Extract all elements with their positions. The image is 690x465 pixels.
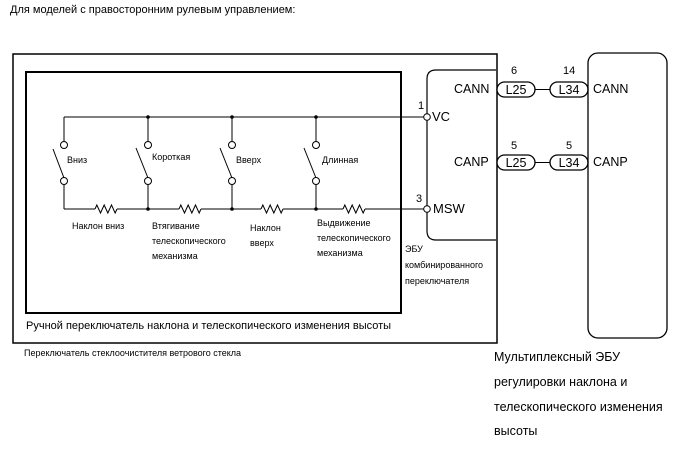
switch-blade bbox=[303, 147, 317, 179]
resistor-2 bbox=[178, 203, 202, 215]
resistor-label-retract-1: Втягивание bbox=[152, 221, 200, 231]
resistor-label-extend-2: телескопического bbox=[317, 233, 391, 243]
switch-label: Короткая bbox=[152, 152, 190, 162]
switch-label: Длинная bbox=[322, 155, 358, 165]
resistor-label-tilt-down: Наклон вниз bbox=[72, 221, 124, 231]
cann-connector-group: 6 14 L25 L34 bbox=[496, 65, 589, 98]
junction-dot bbox=[230, 207, 234, 211]
combo-canp-pin: CANP bbox=[454, 155, 489, 169]
combo-ecu-box bbox=[426, 69, 496, 241]
junction-dot bbox=[146, 207, 150, 211]
switch-terminal bbox=[144, 177, 152, 185]
resistor-label-tilt-up-1: Наклон bbox=[250, 223, 281, 233]
resistor-label-retract-3: механизма bbox=[152, 251, 198, 261]
switch-terminal bbox=[60, 177, 68, 185]
resistor-4 bbox=[342, 203, 366, 215]
cann-l34-id: L34 bbox=[559, 83, 580, 97]
tilt-ecu-label-2: регулировки наклона и bbox=[494, 375, 627, 389]
switch-terminal bbox=[228, 141, 236, 149]
switch-long: Длинная bbox=[303, 115, 358, 211]
resistor-group bbox=[94, 203, 366, 215]
manual-switch-label: Ручной переключатель наклона и телескопи… bbox=[26, 320, 391, 332]
switch-up: Вверх bbox=[219, 115, 262, 211]
wiper-switch-label: Переключатель стеклоочистителя ветрового… bbox=[24, 348, 241, 358]
tilt-ecu-cann-pin: CANN bbox=[593, 82, 628, 96]
switch-down: Вниз bbox=[52, 117, 87, 209]
page-title: Для моделей с правосторонним рулевым упр… bbox=[10, 4, 295, 16]
wiper-switch-box bbox=[12, 53, 498, 344]
canp-l25-pin: 5 bbox=[511, 140, 517, 152]
tilt-ecu-canp-pin: CANP bbox=[593, 155, 628, 169]
canp-l34-pin: 5 bbox=[566, 140, 572, 152]
switch-terminal bbox=[60, 141, 68, 149]
junction-dot bbox=[314, 207, 318, 211]
cann-l25-id: L25 bbox=[506, 83, 527, 97]
switch-terminal bbox=[312, 177, 320, 185]
tilt-ecu-label-4: высоты bbox=[494, 424, 537, 438]
resistor-label-extend-3: механизма bbox=[317, 248, 363, 258]
resistor-label-retract-2: телескопического bbox=[152, 236, 226, 246]
manual-switch-box bbox=[25, 71, 402, 314]
combo-ecu-label-3: переключателя bbox=[405, 276, 469, 286]
combo-ecu-label-1: ЭБУ bbox=[405, 244, 423, 254]
canp-connector-group: 5 5 L25 L34 bbox=[496, 140, 589, 171]
msw-pin-name: MSW bbox=[433, 201, 466, 216]
msw-pin-number: 3 bbox=[416, 193, 422, 205]
msw-pin-terminal bbox=[423, 205, 431, 213]
combo-cann-pin: CANN bbox=[454, 82, 489, 96]
tilt-ecu-box bbox=[587, 52, 668, 339]
vc-pin-name: VC bbox=[432, 109, 450, 124]
switch-terminal bbox=[312, 141, 320, 149]
switch-label: Вверх bbox=[236, 155, 262, 165]
switch-blade bbox=[135, 147, 149, 179]
cann-l25-pin: 6 bbox=[511, 65, 517, 77]
canp-l25-id: L25 bbox=[506, 156, 527, 170]
switch-blade bbox=[219, 147, 233, 179]
combo-ecu-label-2: комбинированного bbox=[405, 260, 483, 270]
resistor-label-extend-1: Выдвижение bbox=[317, 218, 371, 228]
switch-terminal bbox=[228, 177, 236, 185]
resistor-label-tilt-up-2: вверх bbox=[250, 238, 274, 248]
cann-l34-pin: 14 bbox=[563, 65, 575, 77]
tilt-ecu-label-3: телескопического изменения bbox=[494, 400, 663, 414]
resistor-1 bbox=[94, 203, 118, 215]
tilt-ecu-label-1: Мультиплексный ЭБУ bbox=[494, 350, 620, 364]
canp-l34-id: L34 bbox=[559, 156, 580, 170]
vc-pin-number: 1 bbox=[418, 100, 424, 112]
switch-label: Вниз bbox=[67, 155, 87, 165]
resistor-3 bbox=[260, 203, 284, 215]
switch-terminal bbox=[144, 141, 152, 149]
switch-blade bbox=[52, 148, 65, 179]
switch-short: Короткая bbox=[135, 115, 190, 211]
vc-pin-terminal bbox=[423, 113, 431, 121]
